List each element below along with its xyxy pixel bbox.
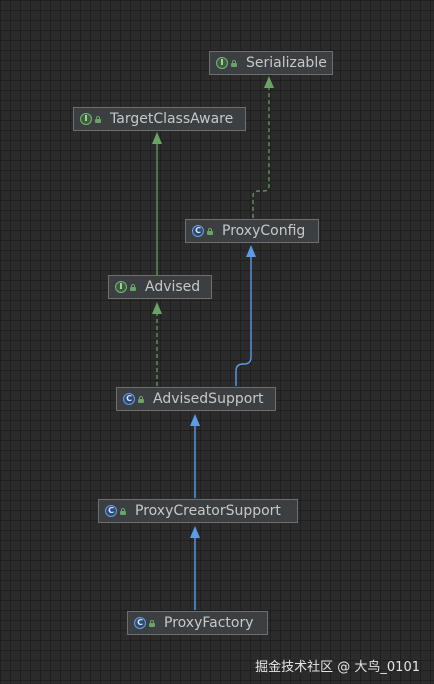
watermark: 掘金技术社区 @ 大鸟_0101 <box>255 660 420 675</box>
node-target-class-aware[interactable]: I TargetClassAware <box>73 107 246 131</box>
node-label: TargetClassAware <box>110 111 234 127</box>
node-label: ProxyConfig <box>222 223 306 239</box>
node-advised[interactable]: I Advised <box>108 275 212 299</box>
node-label: ProxyFactory <box>164 615 254 631</box>
edge-advisedsupport-proxyconfig <box>235 256 252 386</box>
class-icon: C <box>105 505 117 517</box>
lock-icon <box>231 59 237 67</box>
node-proxy-creator-support[interactable]: C ProxyCreatorSupport <box>98 499 298 523</box>
edge-proxyconfig-serializable <box>252 80 270 218</box>
node-label: ProxyCreatorSupport <box>135 503 281 519</box>
node-advised-support[interactable]: C AdvisedSupport <box>116 387 276 411</box>
lock-icon <box>207 227 213 235</box>
class-icon: C <box>192 225 204 237</box>
lock-icon <box>120 507 126 515</box>
class-icon: C <box>134 617 146 629</box>
node-serializable[interactable]: I Serializable <box>209 51 333 75</box>
lock-icon <box>149 619 155 627</box>
node-label: AdvisedSupport <box>153 391 264 407</box>
edge-arrowhead <box>246 245 256 257</box>
node-label: Serializable <box>246 55 327 71</box>
interface-icon: I <box>80 113 92 125</box>
lock-icon <box>95 115 101 123</box>
edge-arrowhead <box>190 414 200 426</box>
node-proxy-factory[interactable]: C ProxyFactory <box>127 611 268 635</box>
edge-arrowhead <box>264 76 274 88</box>
node-proxy-config[interactable]: C ProxyConfig <box>185 219 319 243</box>
lock-icon <box>138 395 144 403</box>
edge-arrowhead <box>190 526 200 538</box>
edge-arrowhead <box>152 132 162 144</box>
lock-icon <box>130 283 136 291</box>
interface-icon: I <box>216 57 228 69</box>
node-label: Advised <box>145 279 201 295</box>
edge-arrowhead <box>152 302 162 314</box>
class-icon: C <box>123 393 135 405</box>
interface-icon: I <box>115 281 127 293</box>
